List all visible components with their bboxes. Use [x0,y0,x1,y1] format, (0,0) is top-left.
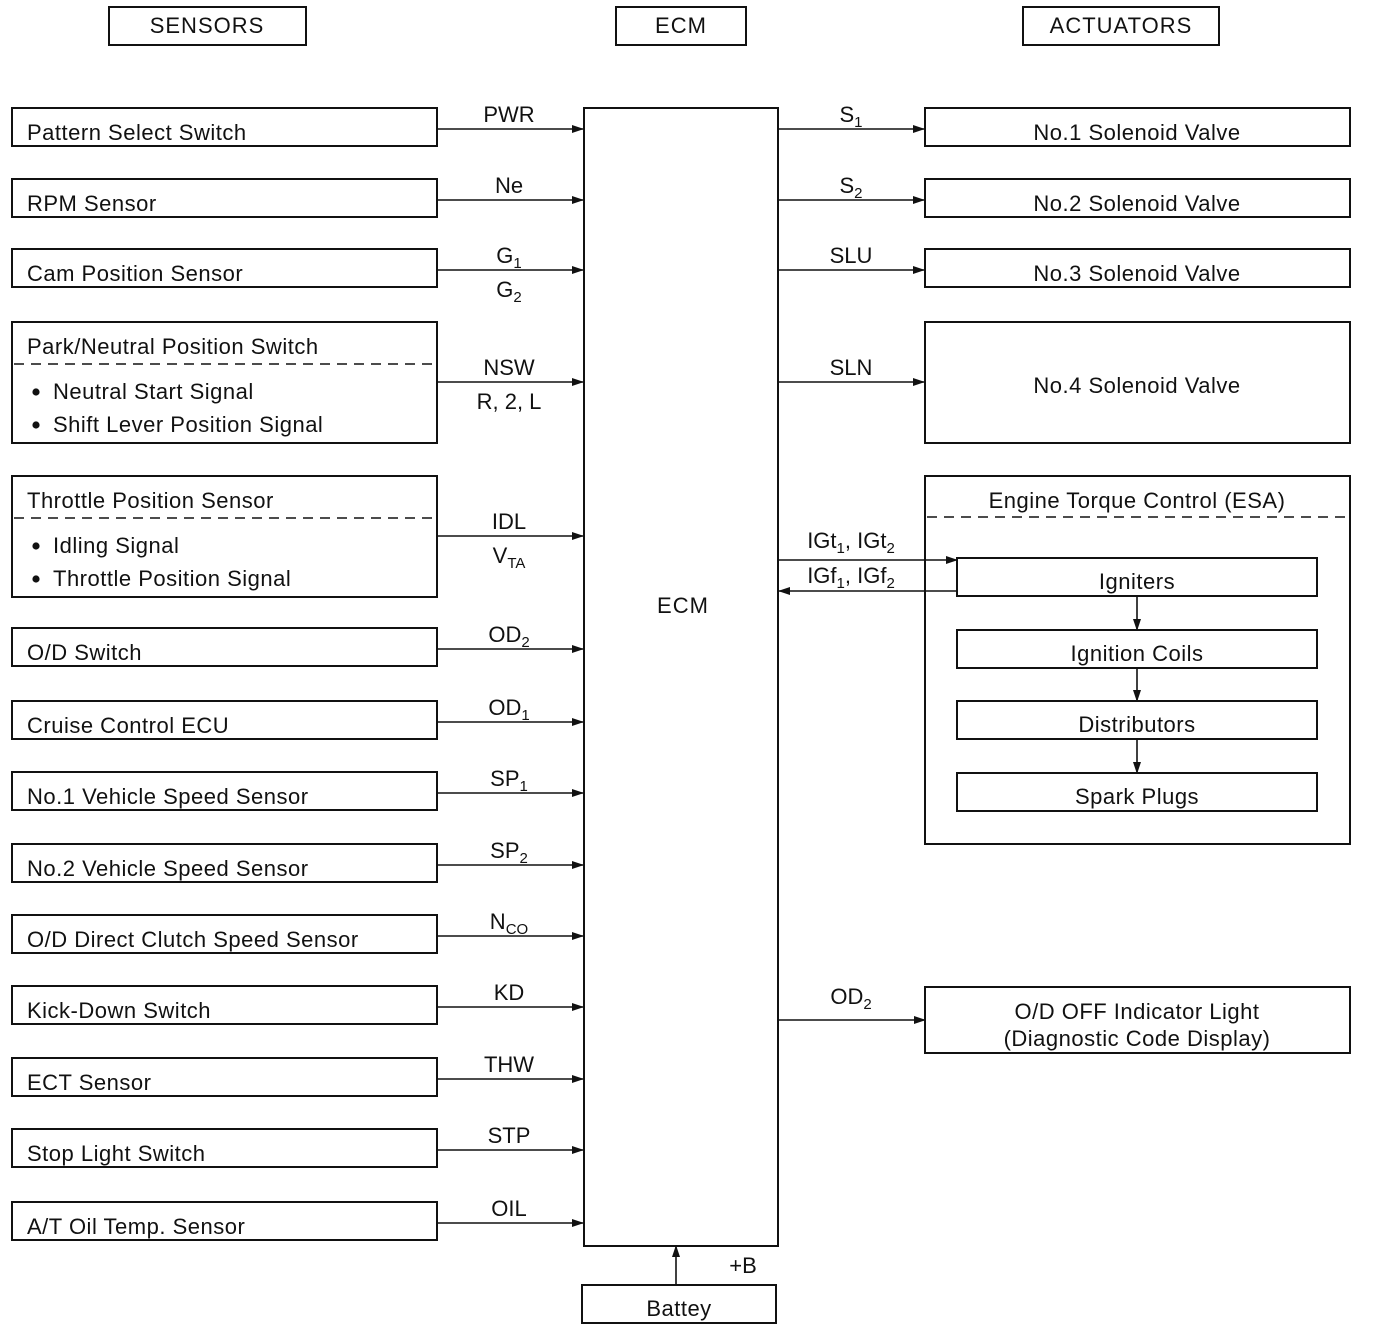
sensor-label: Stop Light Switch [27,1141,205,1166]
sensor-label: A/T Oil Temp. Sensor [27,1214,245,1239]
sensor-no-1-vehicle-speed-sensor: No.1 Vehicle Speed Sensor SP1​ [11,766,584,811]
sensor-label: No.1 Vehicle Speed Sensor [27,784,309,809]
sensor-signal: NCO​ [490,909,528,938]
sensor-signal: KD [494,980,525,1005]
sensors-header: SENSORS [108,6,307,46]
actuator-label: No.3 Solenoid Valve [1033,261,1240,286]
sensors-header-label: SENSORS [150,13,265,38]
sensor-label: Pattern Select Switch [27,120,247,145]
bullet-icon [32,421,40,429]
esa-spark-plugs: Spark Plugs [956,772,1318,812]
sensor-signal: STP [488,1123,531,1148]
signal-igt: IGt1​, IGt2​ [807,528,895,557]
actuator-no-1-solenoid-valve: No.1 Solenoid Valve S1​ [778,102,1351,147]
sensor-label: Park/Neutral Position Switch [27,334,319,359]
ecm-header: ECM [615,6,747,46]
esa-distributors: Distributors [956,700,1318,774]
actuator-label: No.4 Solenoid Valve [1033,373,1240,398]
actuator-no-4-solenoid-valve: No.4 Solenoid Valve SLN [778,321,1351,444]
actuator-signal: SLN [830,355,873,380]
esa-chain-label: Igniters [1099,569,1175,594]
esa-chain-label: Distributors [1078,712,1195,737]
sensor-label: Kick-Down Switch [27,998,211,1023]
sensor-pattern-select-switch: Pattern Select Switch PWR [11,102,584,147]
actuator-signal: S2​ [839,173,862,202]
sensor-item: Neutral Start Signal [53,379,254,404]
esa-chain-label: Ignition Coils [1071,641,1204,666]
actuator-signal: S1​ [839,102,862,131]
sensor-signal: THW [484,1052,534,1077]
sensor-cam-position-sensor: Cam Position Sensor G1​ G2​ [11,243,584,306]
sensor-item: Throttle Position Signal [53,566,291,591]
sensor-item: Idling Signal [53,533,179,558]
sensor-signal: OD2​ [488,622,529,651]
sensor-label: RPM Sensor [27,191,157,216]
sensor-label: Throttle Position Sensor [27,488,274,513]
battery-block: Battey +B [581,1245,777,1324]
actuators-header: ACTUATORS [1022,6,1220,46]
sensor-signal-bottom: G2​ [496,277,521,306]
sensor-signal-top: IDL [492,509,526,534]
actuator-no-2-solenoid-valve: No.2 Solenoid Valve S2​ [778,173,1351,218]
sensors-column: Pattern Select Switch PWR RPM Sensor NeCam … [11,102,584,1241]
sensor-signal: SP2​ [490,838,528,867]
esa-group: Engine Torque Control (ESA) IgnitersIgni… [778,475,1351,845]
esa-ignition-coils: Ignition Coils [956,629,1318,702]
actuator-label: No.1 Solenoid Valve [1033,120,1240,145]
sensor-signal-top: G1​ [496,243,521,272]
actuators-header-label: ACTUATORS [1050,13,1193,38]
ecm-block-label: ECM [657,593,709,618]
actuator-no-3-solenoid-valve: No.3 Solenoid Valve SLU [778,243,1351,288]
sensor-label: No.2 Vehicle Speed Sensor [27,856,309,881]
sensor-o-d-direct-clutch-speed-sensor: O/D Direct Clutch Speed Sensor NCO​ [11,909,584,954]
esa-igniters: Igniters [956,557,1318,631]
sensor-signal: PWR [483,102,534,127]
esa-title: Engine Torque Control (ESA) [989,488,1286,513]
sensor-label: O/D Direct Clutch Speed Sensor [27,927,359,952]
sensor-label: O/D Switch [27,640,142,665]
sensor-rpm-sensor: RPM Sensor Ne [11,173,584,218]
indicator-line2: (Diagnostic Code Display) [1004,1026,1271,1051]
sensor-signal: OIL [491,1196,526,1221]
signal-od2-out: OD2​ [830,984,871,1013]
sensor-label: ECT Sensor [27,1070,151,1095]
bullet-icon [32,388,40,396]
sensor-signal-top: NSW [483,355,535,380]
sensor-kick-down-switch: Kick-Down Switch KD [11,980,584,1025]
sensor-label: Cruise Control ECU [27,713,229,738]
sensor-label: Cam Position Sensor [27,261,243,286]
sensor-a-t-oil-temp-sensor: A/T Oil Temp. Sensor OIL [11,1196,584,1241]
sensor-item: Shift Lever Position Signal [53,412,323,437]
sensor-signal: SP1​ [490,766,528,795]
signal-plus-b: +B [729,1253,757,1278]
signal-igf: IGf1​, IGf2​ [807,563,895,592]
battery-label: Battey [646,1296,711,1321]
ecm-block: ECM [583,107,779,1247]
sensor-cruise-control-ecu: Cruise Control ECU OD1​ [11,695,584,740]
ecm-header-label: ECM [655,13,707,38]
esa-chain-label: Spark Plugs [1075,784,1199,809]
bullet-icon [32,575,40,583]
sensor-signal-bottom: VTA​ [493,543,526,572]
sensor-signal: OD1​ [488,695,529,724]
sensor-stop-light-switch: Stop Light Switch STP [11,1123,584,1168]
bullet-icon [32,542,40,550]
sensor-signal-bottom: R, 2, L [477,389,542,414]
indicator-line1: O/D OFF Indicator Light [1014,999,1259,1024]
sensor-o-d-switch: O/D Switch OD2​ [11,622,584,667]
actuators-column: No.1 Solenoid Valve S1​ No.2 Solenoid Valv… [778,102,1351,444]
actuator-label: No.2 Solenoid Valve [1033,191,1240,216]
sensor-ect-sensor: ECT Sensor THW [11,1052,584,1097]
od-off-indicator: O/D OFF Indicator Light (Diagnostic Code… [778,984,1351,1054]
actuator-signal: SLU [830,243,873,268]
sensor-no-2-vehicle-speed-sensor: No.2 Vehicle Speed Sensor SP2​ [11,838,584,883]
sensor-signal: Ne [495,173,523,198]
